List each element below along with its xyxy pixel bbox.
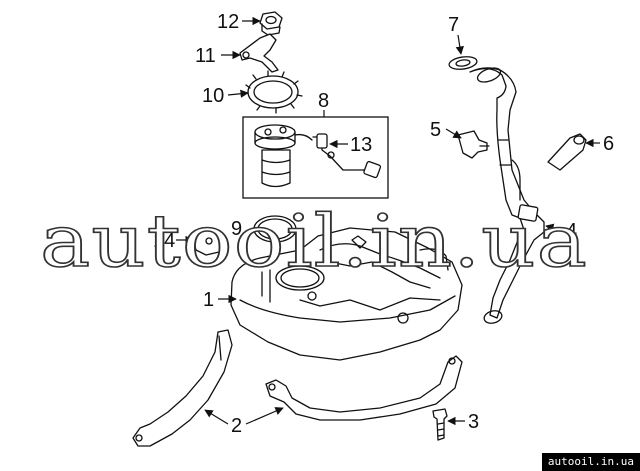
watermark-text: autooil.in.ua	[40, 199, 588, 283]
svg-text:3: 3	[468, 411, 479, 433]
clip-part-5	[457, 130, 490, 159]
strap-right-part-2	[265, 355, 463, 421]
fuel-tank-part-1	[230, 227, 463, 361]
svg-text:12: 12	[217, 11, 239, 33]
callout-10: 10	[202, 85, 249, 107]
filler-gasket-part-7	[448, 56, 478, 70]
svg-text:8: 8	[318, 90, 329, 112]
callout-1: 1	[203, 289, 237, 311]
svg-text:9: 9	[231, 218, 242, 240]
svg-text:11: 11	[195, 45, 216, 67]
callout-12: 12	[217, 11, 261, 33]
callout-9: 9	[231, 218, 242, 240]
svg-text:1: 1	[203, 289, 214, 311]
svg-text:7: 7	[448, 14, 459, 36]
bracket-part-11	[239, 33, 279, 73]
fuel-pump-module	[254, 124, 313, 188]
site-badge: autooil.in.ua	[541, 453, 640, 471]
svg-text:13: 13	[350, 134, 372, 156]
gasket-part-9	[253, 215, 297, 243]
svg-text:6: 6	[603, 133, 614, 155]
svg-text:10: 10	[202, 85, 224, 107]
filler-cap-part-6	[547, 133, 587, 171]
bolt-part-3	[432, 408, 448, 441]
callout-2: 2	[204, 407, 284, 437]
svg-text:14: 14	[153, 230, 175, 252]
fuel-level-sender-part-13	[312, 133, 382, 179]
pump-assembly-box-part-8	[242, 116, 389, 199]
callout-7: 7	[448, 14, 464, 55]
strap-left-part-2	[132, 329, 233, 447]
callout-8: 8	[318, 90, 329, 117]
callout-4: 4	[545, 220, 577, 242]
svg-text:5: 5	[430, 119, 441, 141]
lock-ring-part-10	[245, 70, 303, 114]
svg-text:2: 2	[231, 415, 242, 437]
svg-text:4: 4	[566, 220, 577, 242]
callout-11: 11	[195, 45, 241, 67]
filler-neck-part-4	[469, 67, 545, 324]
nut-part-12	[259, 11, 283, 36]
callout-14: 14	[153, 230, 194, 252]
callout-5: 5	[430, 119, 462, 141]
callout-13: 13	[329, 134, 372, 156]
callout-6: 6	[585, 133, 614, 155]
bracket-part-14	[192, 227, 225, 256]
callout-3: 3	[447, 411, 479, 433]
